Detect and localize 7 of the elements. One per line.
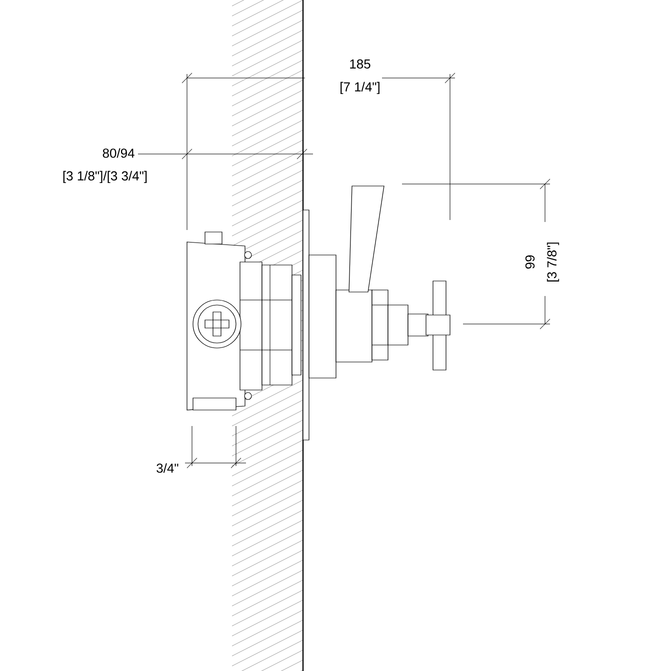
dimension-label: [7 1/4"] [340,82,380,94]
dimension-label: [3 1/8"]/[3 3/4"] [63,170,147,184]
dimension-label: [3 7/8"] [546,242,560,282]
dimension-label: 3/4" [156,463,178,473]
dimension-label: 185 [350,59,370,69]
dimension-label: 99 [525,255,535,269]
dimension-label: 80/94 [102,148,134,158]
